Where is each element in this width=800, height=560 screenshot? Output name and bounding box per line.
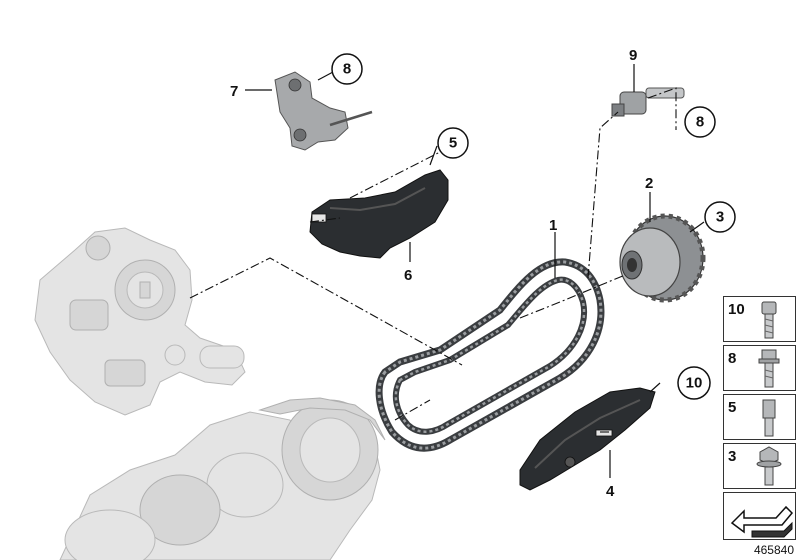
tensioner-rail: [309, 169, 449, 259]
diagram-number: 465840: [753, 543, 794, 557]
callout-2: 2: [645, 175, 653, 192]
callout-5: 5: [437, 127, 469, 159]
svg-text:5: 5: [449, 135, 457, 152]
callout-10: 10: [677, 366, 711, 400]
arrow-symbol-icon: [730, 505, 794, 538]
svg-text:10: 10: [686, 375, 703, 392]
legend-item-symbol: [723, 492, 796, 540]
crankshaft: [59, 397, 386, 560]
svg-text:7: 7: [230, 83, 238, 100]
callout-1: 1: [549, 217, 557, 234]
svg-text:2: 2: [645, 175, 653, 192]
callout-6: 6: [404, 267, 412, 284]
legend-label: 3: [728, 448, 737, 465]
legend-label: 10: [728, 301, 745, 318]
leader-lines: [245, 64, 705, 478]
svg-text:8: 8: [343, 61, 351, 78]
chain-tensioner: [274, 71, 373, 151]
callout-9: 9: [629, 47, 637, 64]
callout-3: 3: [704, 201, 736, 233]
svg-text:9: 9: [629, 47, 637, 64]
high-pressure-pump: [34, 227, 246, 416]
fastener-legend: 10 8 5 3: [723, 296, 798, 542]
camshaft-sprocket: [619, 213, 706, 303]
camshaft-bolt: [611, 87, 685, 117]
guide-rail: [519, 387, 656, 491]
shoulder-pin-icon: [762, 399, 776, 437]
socket-head-bolt-icon: [761, 301, 777, 339]
hex-flange-bolt-icon: [756, 446, 782, 486]
timing-chain: [375, 258, 605, 452]
callout-7: 7: [230, 83, 238, 100]
svg-text:8: 8: [696, 114, 704, 131]
flange-head-bolt-icon: [758, 349, 780, 388]
callout-8a: 8: [331, 53, 363, 85]
svg-text:4: 4: [606, 483, 615, 500]
callout-4: 4: [606, 483, 615, 500]
legend-item-10: 10: [723, 296, 796, 342]
legend-label: 5: [728, 399, 737, 416]
assembly-lines: [189, 87, 677, 433]
legend-label: 8: [728, 350, 737, 367]
svg-text:1: 1: [549, 217, 557, 234]
svg-text:3: 3: [716, 209, 724, 226]
legend-item-8: 8: [723, 345, 796, 391]
svg-text:6: 6: [404, 267, 412, 284]
callout-8b: 8: [684, 106, 716, 138]
legend-item-5: 5: [723, 394, 796, 440]
legend-item-3: 3: [723, 443, 796, 489]
